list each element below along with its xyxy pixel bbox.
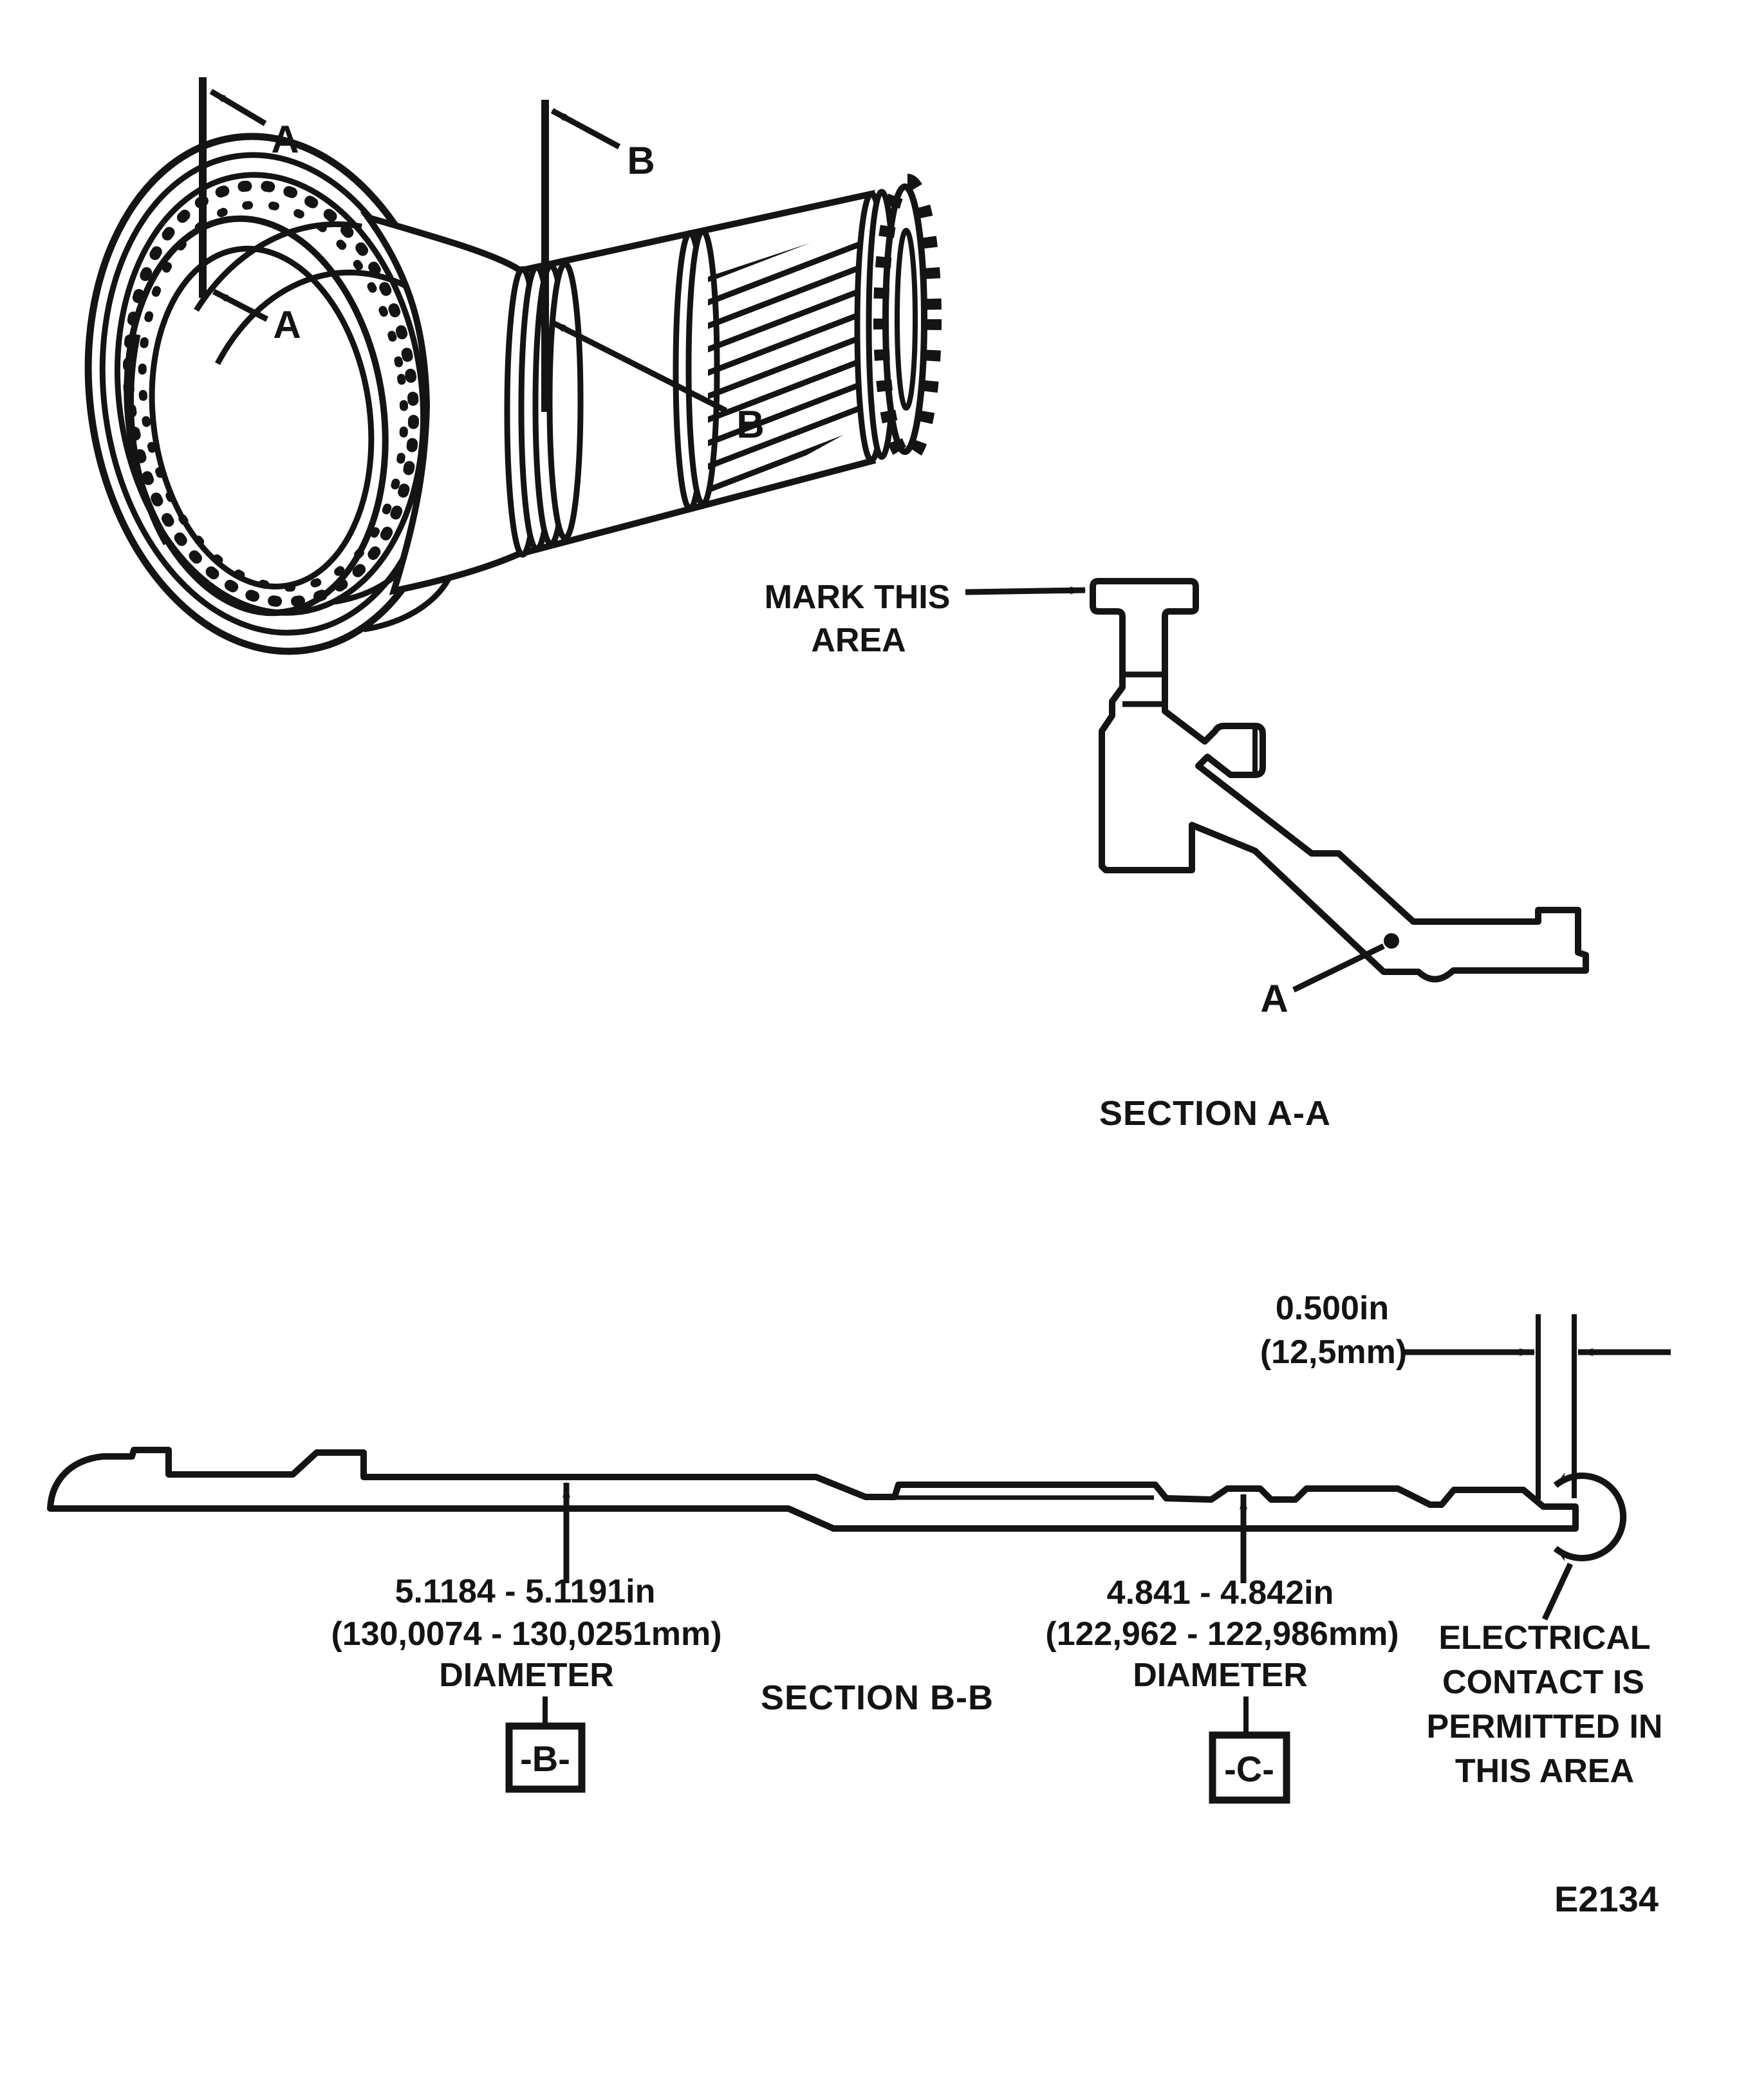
mark-area-text-line1: MARK THIS [765,579,951,616]
tip-width-metric: (12,5mm) [1260,1333,1407,1371]
diameter-c-label: DIAMETER [1133,1657,1308,1694]
diameter-c-metric: (122,962 - 122,986mm) [1045,1615,1399,1653]
section-a-label-top: A [271,118,299,161]
tip-width-inches: 0.500in [1276,1290,1389,1327]
contact-area-indicator [1541,1473,1627,1621]
diameter-b-metric: (130,0074 - 130,0251mm) [331,1615,721,1653]
section-bb-view: 0.500in (12,5mm) 5.1184 - 5.1191in (130,… [47,1290,1671,1919]
section-cut-b: B B [541,100,765,446]
end-teeth [873,174,942,465]
section-cut-a: A A [199,77,301,346]
datum-c-box [1209,1731,1290,1804]
section-aa-point-label: A [1260,977,1288,1020]
section-b-label-top: B [627,139,655,182]
electrical-note-line3: PERMITTED IN [1427,1708,1663,1745]
datum-b-text: -B- [520,1738,570,1779]
mark-area-text-line2: AREA [811,622,906,659]
section-bb-title: SECTION B-B [761,1678,994,1717]
diameter-c-inches: 4.841 - 4.842in [1107,1574,1334,1612]
electrical-note-line2: CONTACT IS [1442,1664,1644,1701]
section-aa-view: MARK THIS AREA A SECTION A-A [765,578,1589,1133]
datum-point-a [1384,933,1399,949]
datum-b-box [505,1722,586,1793]
electrical-contact-note: ELECTRICAL CONTACT IS PERMITTED IN THIS … [1427,1619,1663,1790]
spline-hatch [708,224,868,510]
diameter-c-dimension: 4.841 - 4.842in (122,962 - 122,986mm) DI… [1045,1493,1399,1804]
section-a-label-bottom: A [273,303,301,346]
diameter-b-inches: 5.1184 - 5.1191in [395,1573,656,1610]
section-aa-title: SECTION A-A [1099,1094,1331,1133]
electrical-note-line1: ELECTRICAL [1438,1619,1650,1657]
perspective-view: A A B B [84,77,942,655]
electrical-note-line4: THIS AREA [1455,1752,1634,1790]
tip-width-dimension: 0.500in (12,5mm) [1260,1290,1671,1500]
diameter-b-label: DIAMETER [439,1657,614,1694]
section-b-label-bottom: B [736,403,764,446]
drawing-code: E2134 [1554,1879,1659,1919]
bell-cone [360,212,523,595]
diameter-b-dimension: 5.1184 - 5.1191in (130,0074 - 130,0251mm… [331,1482,722,1793]
section-bb-profile [47,1447,1579,1532]
datum-c-text: -C- [1224,1749,1274,1789]
section-aa-profile [1090,578,1589,983]
mark-area-arrow [965,586,1086,595]
